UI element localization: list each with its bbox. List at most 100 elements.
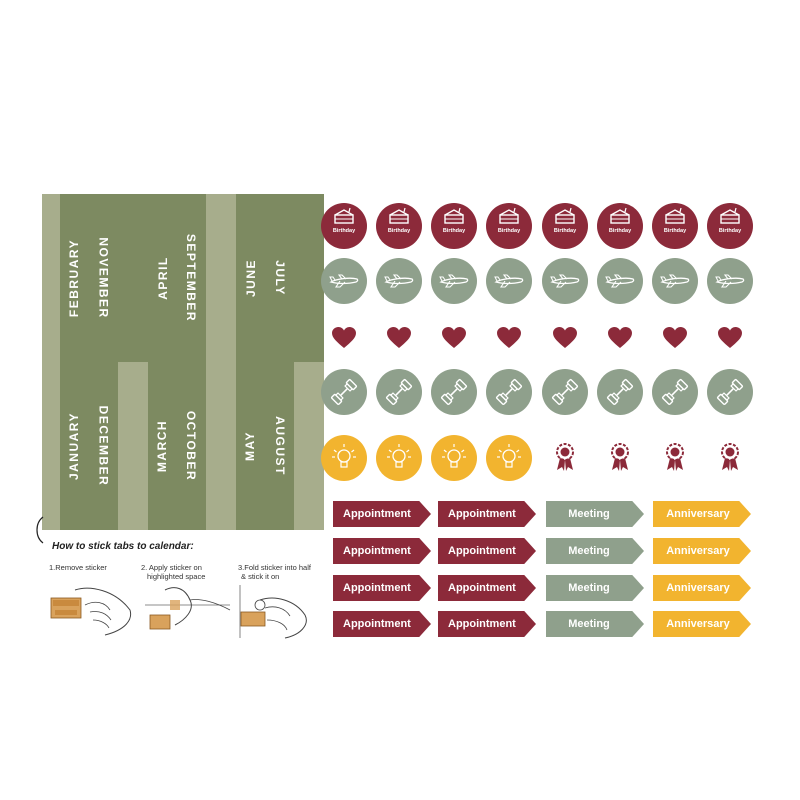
lightbulb-icon	[494, 442, 524, 474]
birthday-cake-icon	[660, 207, 690, 229]
birthday-label: Birthday	[497, 228, 521, 234]
airplane-icon	[383, 271, 415, 291]
birthday-label: Birthday	[608, 228, 632, 234]
dumbbell-sticker	[707, 369, 753, 415]
dumbbell-sticker	[652, 369, 698, 415]
dumbbell-icon	[605, 377, 635, 407]
appointment-tab-sticker: Appointment	[333, 501, 431, 527]
birthday-cake-icon	[329, 207, 359, 229]
month-label: JUNE	[243, 258, 258, 298]
dumbbell-sticker	[376, 369, 422, 415]
birthday-sticker: Birthday	[542, 203, 588, 249]
heart-icon	[442, 327, 466, 348]
heart-sticker	[332, 327, 356, 349]
heart-sticker	[718, 327, 742, 349]
lightbulb-sticker	[376, 435, 422, 481]
month-tab-may-aug: MAY AUGUST	[236, 362, 294, 530]
airplane-icon	[659, 271, 691, 291]
birthday-sticker: Birthday	[431, 203, 477, 249]
month-label: AUGUST	[272, 416, 287, 476]
award-sticker	[664, 442, 686, 472]
month-label: MAY	[243, 430, 258, 462]
birthday-cake-icon	[384, 207, 414, 229]
month-label: JANUARY	[67, 411, 82, 481]
birthday-cake-icon	[439, 207, 469, 229]
appointment-tab-sticker: Appointment	[438, 575, 536, 601]
airplane-sticker	[431, 258, 477, 304]
airplane-icon	[714, 271, 746, 291]
heart-sticker	[608, 327, 632, 349]
award-ribbon-icon	[721, 443, 739, 471]
divider	[294, 194, 324, 362]
step-3-label-line2: & stick it on	[241, 572, 280, 581]
dumbbell-sticker	[321, 369, 367, 415]
month-label: DECEMBER	[96, 405, 111, 487]
month-tabs-block: FEBRUARY NOVEMBER APRIL SEPTEMBER JUNE J…	[42, 194, 324, 530]
instructions-title: How to stick tabs to calendar:	[52, 541, 194, 552]
award-sticker	[554, 442, 576, 472]
award-sticker	[609, 442, 631, 472]
hook-icon	[36, 516, 44, 544]
step-2-label-line2: highlighted space	[147, 572, 206, 581]
heart-icon	[608, 327, 632, 348]
lightbulb-sticker	[431, 435, 477, 481]
meeting-tab-sticker: Meeting	[546, 575, 644, 601]
month-tab-jun-jul: JUNE JULY	[236, 194, 294, 362]
lightbulb-icon	[384, 442, 414, 474]
divider	[118, 194, 148, 362]
dumbbell-sticker	[542, 369, 588, 415]
heart-sticker	[442, 327, 466, 349]
anniversary-tab-sticker: Anniversary	[653, 611, 751, 637]
step-3-label-line1: 3.Fold sticker into half	[238, 563, 311, 572]
birthday-sticker: Birthday	[597, 203, 643, 249]
birthday-cake-icon	[550, 207, 580, 229]
heart-icon	[663, 327, 687, 348]
month-label: OCTOBER	[184, 410, 199, 482]
dumbbell-icon	[660, 377, 690, 407]
apply-sticker-illustration	[145, 587, 231, 630]
month-tab-apr-sep: APRIL SEPTEMBER	[148, 194, 206, 362]
meeting-tab-sticker: Meeting	[546, 501, 644, 527]
birthday-sticker: Birthday	[707, 203, 753, 249]
birthday-label: Birthday	[663, 228, 687, 234]
meeting-tab-sticker: Meeting	[546, 611, 644, 637]
airplane-icon	[604, 271, 636, 291]
step-1-label: 1.Remove sticker	[49, 563, 107, 572]
fold-sticker-illustration	[239, 585, 307, 639]
lightbulb-icon	[439, 442, 469, 474]
remove-sticker-illustration	[50, 587, 132, 636]
birthday-label: Birthday	[387, 228, 411, 234]
heart-sticker	[663, 327, 687, 349]
heart-icon	[387, 327, 411, 348]
appointment-tab-sticker: Appointment	[438, 538, 536, 564]
appointment-tab-sticker: Appointment	[438, 501, 536, 527]
birthday-sticker: Birthday	[486, 203, 532, 249]
month-label: JULY	[272, 260, 287, 296]
airplane-sticker	[652, 258, 698, 304]
dumbbell-icon	[550, 377, 580, 407]
birthday-label: Birthday	[718, 228, 742, 234]
heart-sticker	[553, 327, 577, 349]
airplane-sticker	[486, 258, 532, 304]
airplane-sticker	[321, 258, 367, 304]
birthday-label: Birthday	[332, 228, 356, 234]
month-tab-jan-dec: JANUARY DECEMBER	[60, 362, 118, 530]
airplane-sticker	[707, 258, 753, 304]
dumbbell-sticker	[486, 369, 532, 415]
heart-sticker	[497, 327, 521, 349]
dumbbell-sticker	[597, 369, 643, 415]
meeting-tab-sticker: Meeting	[546, 538, 644, 564]
step-2-label-line1: 2. Apply sticker on	[141, 563, 202, 572]
month-label: APRIL	[155, 256, 170, 300]
heart-icon	[332, 327, 356, 348]
month-tab-mar-oct: MARCH OCTOBER	[148, 362, 206, 530]
airplane-icon	[549, 271, 581, 291]
birthday-sticker: Birthday	[321, 203, 367, 249]
award-ribbon-icon	[556, 443, 574, 471]
month-label: SEPTEMBER	[184, 233, 199, 323]
lightbulb-sticker	[486, 435, 532, 481]
dumbbell-icon	[494, 377, 524, 407]
heart-icon	[553, 327, 577, 348]
birthday-sticker: Birthday	[376, 203, 422, 249]
airplane-sticker	[376, 258, 422, 304]
